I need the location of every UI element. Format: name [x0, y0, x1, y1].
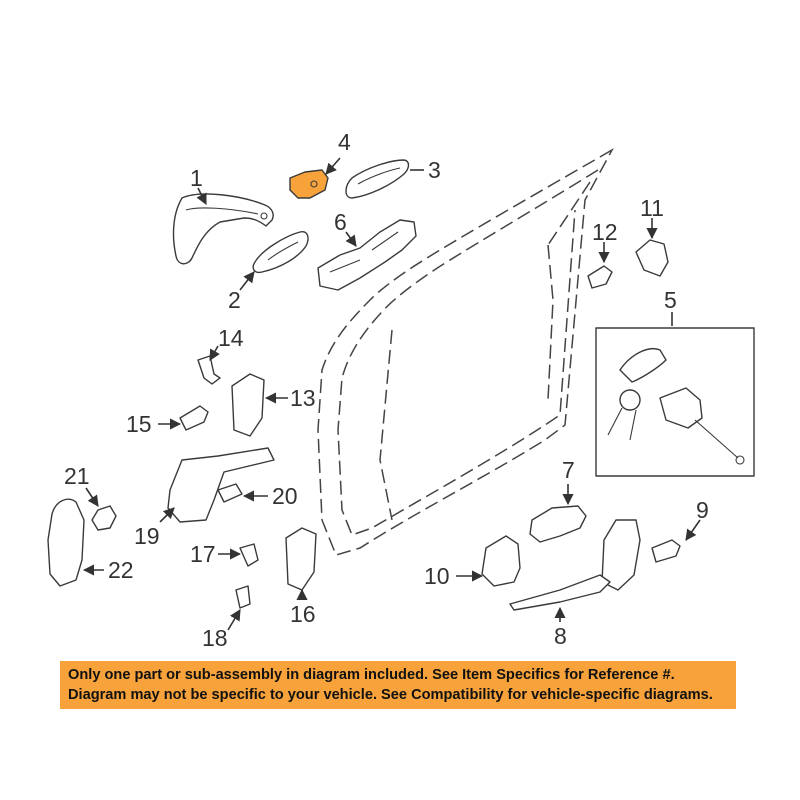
part-18-bolt[interactable] [235, 585, 251, 609]
part-9-bolt[interactable] [651, 539, 681, 563]
part-17-bolt[interactable] [239, 543, 259, 567]
callout-5: 5 [664, 287, 677, 313]
part-7-bracket[interactable] [529, 505, 587, 543]
callout-4: 4 [338, 129, 351, 155]
callout-1: 1 [190, 165, 203, 191]
callout-18: 18 [202, 625, 228, 651]
callout-21: 21 [64, 463, 90, 489]
callout-15: 15 [126, 411, 152, 437]
part-11-striker[interactable] [635, 239, 669, 277]
part-16-lower-hinge[interactable] [285, 527, 317, 591]
part-13-hinge[interactable] [231, 373, 265, 437]
part-22-cover[interactable] [47, 498, 85, 587]
part-6-handle-frame[interactable] [317, 219, 417, 291]
part-2-handle-bezel[interactable] [252, 231, 309, 274]
callout-labels: 1 2 3 4 5 6 7 8 9 10 11 12 13 14 15 16 1… [64, 129, 709, 651]
callout-16: 16 [290, 601, 316, 627]
part-10-latch-cover[interactable] [481, 535, 521, 587]
callout-11: 11 [640, 195, 664, 221]
callout-19: 19 [134, 523, 160, 549]
part-3-handle-gasket[interactable] [345, 159, 410, 199]
door-frame-outline [317, 148, 614, 556]
callout-22: 22 [108, 557, 134, 583]
callout-leaders [82, 157, 701, 631]
callout-2: 2 [228, 287, 241, 313]
part-12-bolt[interactable] [587, 265, 613, 289]
part-21-nut[interactable] [91, 505, 117, 531]
part-1-outside-handle[interactable] [172, 193, 274, 265]
part-19-door-check[interactable] [167, 447, 275, 523]
part-5-lock-cylinder-set[interactable] [595, 327, 755, 477]
callout-3: 3 [428, 157, 441, 183]
part-15-bolt[interactable] [179, 405, 209, 431]
callout-20: 20 [272, 483, 298, 509]
callout-14: 14 [218, 325, 244, 351]
disclaimer-line-2: Diagram may not be specific to your vehi… [68, 687, 713, 703]
callout-13: 13 [290, 385, 316, 411]
callout-8: 8 [554, 623, 567, 649]
callout-7: 7 [562, 457, 575, 483]
callout-17: 17 [190, 541, 216, 567]
part-20-bolt[interactable] [217, 483, 243, 503]
part-14-bolt[interactable] [197, 355, 221, 385]
callout-10: 10 [424, 563, 450, 589]
part-8-door-latch[interactable] [509, 519, 641, 611]
callout-9: 9 [696, 497, 709, 523]
callout-6: 6 [334, 209, 347, 235]
callout-12: 12 [592, 219, 618, 245]
disclaimer-banner: Only one part or sub-assembly in diagram… [60, 661, 736, 709]
disclaimer-line-1: Only one part or sub-assembly in diagram… [68, 667, 675, 683]
part-4-handle-cover[interactable] [289, 169, 329, 199]
